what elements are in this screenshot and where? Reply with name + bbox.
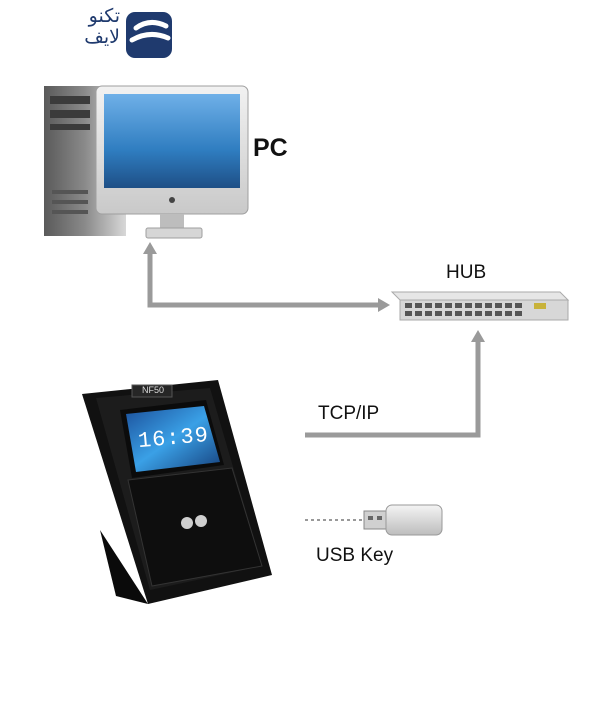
- hub-port: [465, 303, 472, 308]
- hub-port: [425, 303, 432, 308]
- hub-device: [390, 291, 570, 321]
- hub-port: [425, 311, 432, 316]
- hub-port: [505, 311, 512, 316]
- pc-hub-connector: [147, 250, 380, 308]
- hub-port: [475, 303, 482, 308]
- hub-port: [515, 311, 522, 316]
- pc-monitor: [95, 85, 249, 239]
- hub-port: [485, 311, 492, 316]
- hub-port: [485, 303, 492, 308]
- usb-key-label: USB Key: [316, 545, 394, 566]
- logo-mark: [126, 12, 172, 58]
- attendance-device: [82, 380, 272, 604]
- hub-port: [445, 303, 452, 308]
- tcpip-label: TCP/IP: [318, 403, 380, 424]
- pc-label: PC: [253, 134, 288, 162]
- hub-port: [495, 303, 502, 308]
- device-brand-label: NF50: [141, 385, 164, 395]
- hub-port: [495, 311, 502, 316]
- hub-device-connector: [305, 340, 481, 438]
- arrow-up-to-hub: [471, 330, 485, 342]
- hub-port: [505, 303, 512, 308]
- hub-port: [435, 303, 442, 308]
- hub-port: [455, 311, 462, 316]
- arrow-up-to-pc: [143, 242, 157, 254]
- hub-port: [435, 311, 442, 316]
- hub-port: [445, 311, 452, 316]
- hub-port: [475, 311, 482, 316]
- logo-line1: تكنو: [88, 5, 120, 27]
- hub-port: [465, 311, 472, 316]
- hub-port: [455, 303, 462, 308]
- hub-port: [415, 311, 422, 316]
- arrow-right-to-hub: [378, 298, 390, 312]
- hub-port: [405, 311, 412, 316]
- usb-key-icon: [363, 504, 443, 536]
- logo-line2: لايف: [84, 26, 120, 48]
- hub-port: [405, 303, 412, 308]
- hub-label: HUB: [446, 262, 487, 283]
- hub-port: [515, 303, 522, 308]
- logo-text: تكنو لايف: [48, 6, 120, 48]
- hub-port: [415, 303, 422, 308]
